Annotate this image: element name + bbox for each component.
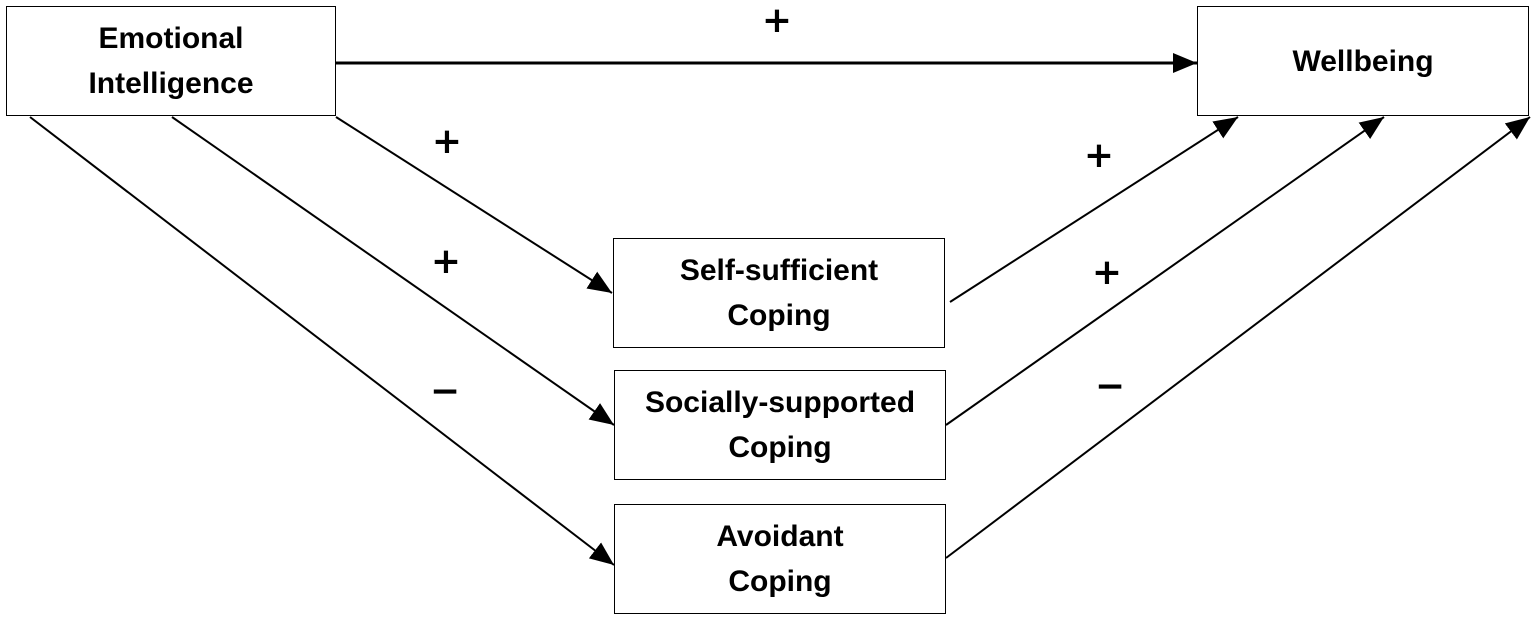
node-label: Coping (728, 565, 832, 598)
sign-ei-to-avoidant: − (429, 371, 461, 412)
node-label: Wellbeing (1292, 44, 1434, 78)
node-label: Coping (728, 431, 832, 464)
node-label: Socially-supported (644, 386, 916, 419)
node-label: Self-sufficient (679, 254, 879, 287)
edge-avoidant-to-wellbeing (945, 116, 1531, 559)
edge-ei-to-self-sufficient (335, 116, 613, 294)
node-emotional-intelligence: Emotional Intelligence (6, 6, 336, 116)
edge-socially-supported-to-wellbeing (945, 116, 1385, 426)
sign-self-sufficient-to-wellbeing: + (1083, 135, 1115, 176)
sign-ei-to-self-sufficient: + (431, 121, 463, 162)
edge-ei-to-socially-supported (171, 116, 615, 426)
sign-socially-supported-to-wellbeing: + (1091, 252, 1123, 293)
node-wellbeing: Wellbeing (1197, 6, 1529, 116)
node-avoidant-coping: Avoidant Coping (614, 504, 946, 614)
node-label: Coping (727, 299, 831, 332)
node-self-sufficient-coping: Self-sufficient Coping (613, 238, 945, 348)
node-label: Avoidant (716, 520, 844, 553)
node-label: Emotional (98, 22, 244, 55)
sign-ei-to-socially-supported: + (430, 241, 462, 282)
sign-ei-to-wellbeing: + (761, 0, 793, 41)
node-label: Intelligence (88, 67, 254, 100)
sign-avoidant-to-wellbeing: − (1094, 366, 1126, 407)
node-socially-supported-coping: Socially-supported Coping (614, 370, 946, 480)
edge-self-sufficient-to-wellbeing (949, 116, 1239, 303)
edge-ei-to-avoidant (29, 116, 615, 566)
